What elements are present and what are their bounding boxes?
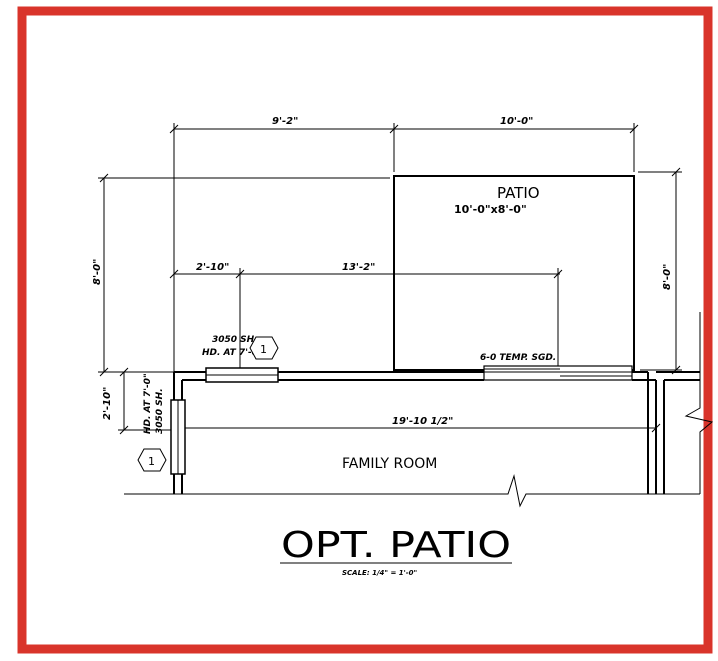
- note-window-top-1: 3050 SH.: [212, 335, 258, 345]
- note-window-left-1: HD. AT 7'-0": [143, 373, 153, 434]
- dimension-top-right: [394, 123, 639, 172]
- note-window-top-2: HD. AT 7'-0": [202, 348, 263, 358]
- dimension-label-inner-left: 2'-10": [196, 262, 229, 273]
- tag-left-number: 1: [148, 455, 155, 468]
- sliding-door: [483, 365, 633, 381]
- exterior-wall: [173, 371, 700, 494]
- dimension-right-total: [638, 167, 682, 375]
- dimension-left-total: [98, 173, 390, 377]
- dimension-label-right-total: 8'-0": [662, 264, 673, 290]
- note-window-left-2: 3050 SH.: [155, 388, 165, 434]
- break-line-bottom: [124, 474, 700, 508]
- tag-hexagon-top: 1: [249, 336, 279, 360]
- dimension-label-lower-left: 2'-10": [102, 387, 113, 420]
- dimension-label-inner-mid: 13'-2": [342, 262, 375, 273]
- right-break-wall: [684, 312, 714, 494]
- sheet-border: [17, 6, 713, 654]
- dimension-label-family-width: 19'-10 1/2": [392, 416, 453, 427]
- note-door: 6-0 TEMP. SGD.: [480, 353, 556, 363]
- dimension-inner: [169, 268, 563, 370]
- dimension-top-left: [169, 123, 399, 372]
- tag-hexagon-left: 1: [137, 448, 167, 472]
- dimension-label-top-right: 10'-0": [500, 116, 533, 127]
- patio-name: PATIO: [497, 184, 540, 202]
- patio-size: 10'-0"x8'-0": [454, 203, 527, 216]
- dimension-label-top-left: 9'-2": [272, 116, 298, 127]
- drawing-scale: SCALE: 1/4" = 1'-0": [342, 569, 417, 577]
- dimension-label-left-total: 8'-0": [92, 259, 103, 285]
- dimension-lower-left: [118, 367, 178, 435]
- drawing-title: OPT. PATIO: [281, 525, 511, 566]
- tag-top-number: 1: [260, 343, 267, 356]
- family-room-label: FAMILY ROOM: [342, 456, 437, 472]
